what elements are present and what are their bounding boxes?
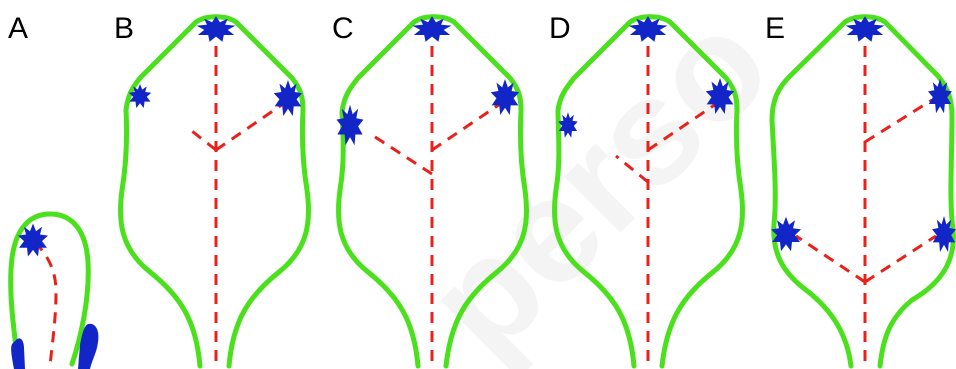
stipule-right <box>78 323 99 369</box>
panel-d-leaf <box>551 14 746 369</box>
lateral-vein-left <box>371 133 433 176</box>
panel-label-a: A <box>8 12 28 45</box>
panel-b-leaf <box>117 14 312 369</box>
leaf-outline <box>335 14 530 369</box>
panel-label-b: B <box>114 12 134 45</box>
panel-label-c: C <box>332 12 354 45</box>
lateral-vein-left <box>615 154 649 184</box>
panel-label-d: D <box>549 12 571 45</box>
panel-c-leaf <box>335 14 530 369</box>
lateral-vein-right <box>647 102 717 152</box>
panel-a-leaf <box>8 211 99 369</box>
lateral-vein-right <box>215 102 284 152</box>
lateral-vein-lower-right <box>864 234 937 284</box>
leaf-outline <box>551 14 746 369</box>
lateral-vein-right <box>431 102 501 152</box>
panel-label-e: E <box>765 12 785 45</box>
stipule-left <box>11 338 25 369</box>
lateral-vein-upper-right <box>864 98 933 144</box>
leaf-outline <box>8 211 91 367</box>
leaf-outline <box>769 14 956 369</box>
lateral-vein-left <box>187 126 217 152</box>
midvein <box>33 240 58 367</box>
lateral-vein-lower-left <box>795 234 866 284</box>
panel-e-leaf <box>769 14 956 369</box>
